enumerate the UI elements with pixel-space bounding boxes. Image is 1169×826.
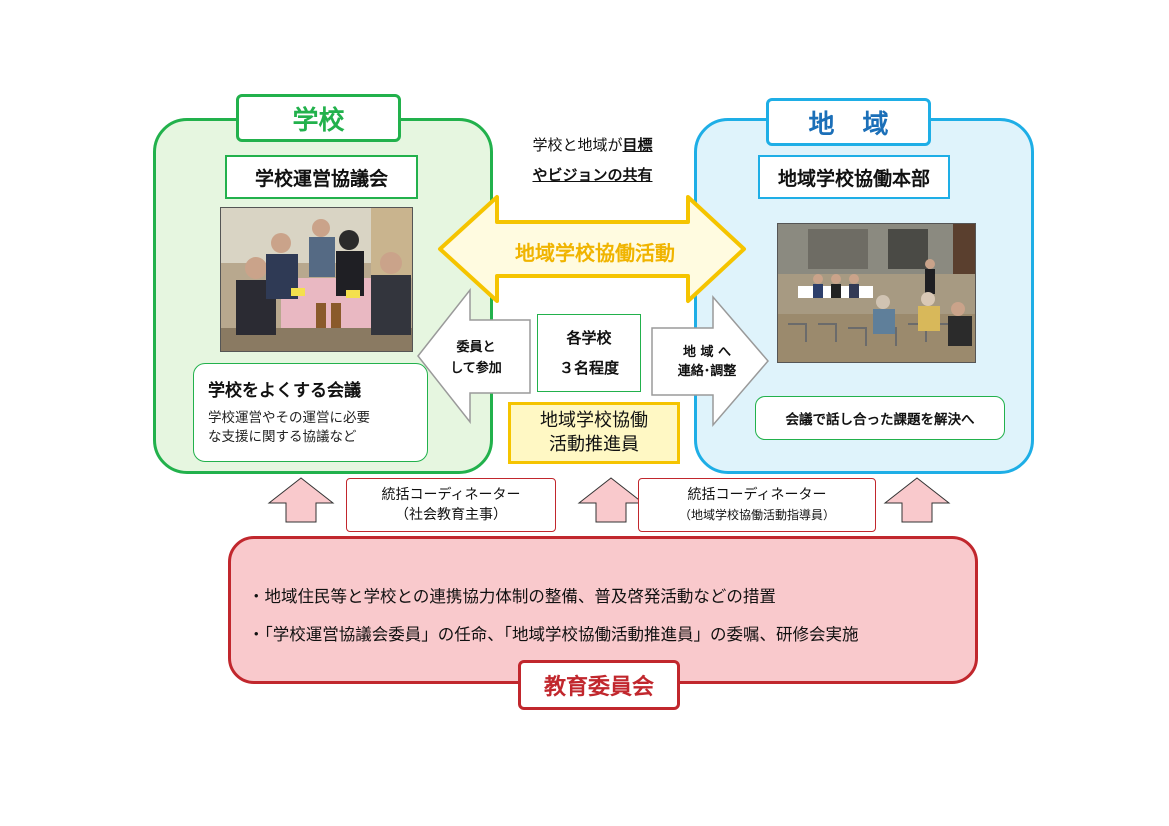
member-participation-text: 委員と して参加 — [437, 337, 515, 379]
member-line2: して参加 — [450, 361, 502, 376]
board-item-2: ・「学校運営協議会委員」の任命、「地域学校協働活動推進員」の委嘱、研修会実施 — [248, 625, 859, 644]
activity-label: 地域学校協働活動 — [515, 240, 675, 265]
coordinator-box-1: 統括コーディネーター （社会教育主事） — [346, 478, 556, 532]
community-hq-title: 地域学校協働本部 — [758, 155, 950, 199]
coordinator-2-title: 統括コーディネーター — [687, 487, 827, 503]
up-arrow-1 — [267, 477, 335, 523]
shared-vision-text: 学校と地域が目標 やビジョンの共有 — [505, 130, 680, 190]
school-meeting-desc-2: な支援に関する協議など — [208, 429, 357, 445]
board-tab: 教育委員会 — [518, 660, 680, 710]
school-tab: 学校 — [236, 94, 401, 142]
coordinator-1-role: （社会教育主事） — [395, 507, 507, 523]
school-meeting-box: 学校をよくする会議 学校運営やその運営に必要 な支援に関する協議など — [193, 363, 428, 462]
coordinator-box-2: 統括コーディネーター （地域学校協働活動指導員） — [638, 478, 876, 532]
promoter-box: 地域学校協働 活動推進員 — [508, 402, 680, 464]
community-meeting-photo — [777, 223, 976, 363]
board-item-list: ・地域住民等と学校との連携協力体制の整備、普及啓発活動などの措置 ・「学校運営協… — [248, 578, 968, 654]
board-item-1: ・地域住民等と学校との連携協力体制の整備、普及啓発活動などの措置 — [248, 587, 776, 606]
up-arrow-3 — [883, 477, 951, 523]
school-meeting-title: 学校をよくする会議 — [208, 381, 361, 401]
coordinator-2-role: （地域学校協働活動指導員） — [678, 508, 835, 522]
school-meeting-photo — [220, 207, 413, 352]
contact-line1: 地 域 へ — [682, 345, 732, 360]
shared-line1-b: 目標 — [622, 136, 653, 154]
community-tab: 地域 — [766, 98, 931, 146]
double-arrow — [438, 195, 746, 303]
school-council-title: 学校運営協議会 — [225, 155, 418, 199]
community-goal-box: 会議で話し合った課題を解決へ — [755, 396, 1005, 440]
each-school-box: 各学校 ３名程度 — [537, 314, 641, 392]
shared-line1-a: 学校と地域が — [532, 136, 623, 154]
contact-arrow — [651, 294, 769, 428]
promoter-line1: 地域学校協働 — [540, 410, 648, 431]
contact-text: 地 域 へ 連絡･調整 — [662, 343, 752, 381]
school-meeting-desc-1: 学校運営やその運営に必要 — [208, 410, 370, 426]
each-school-line2: ３名程度 — [558, 359, 619, 377]
member-line1: 委員と — [456, 340, 496, 355]
up-arrow-2 — [577, 477, 645, 523]
promoter-line2: 活動推進員 — [549, 434, 639, 455]
member-arrow — [417, 287, 531, 425]
coordinator-1-title: 統括コーディネーター — [381, 487, 521, 503]
shared-line2: やビジョンの共有 — [532, 166, 653, 184]
each-school-line1: 各学校 — [566, 329, 612, 347]
contact-line2: 連絡･調整 — [677, 364, 737, 379]
